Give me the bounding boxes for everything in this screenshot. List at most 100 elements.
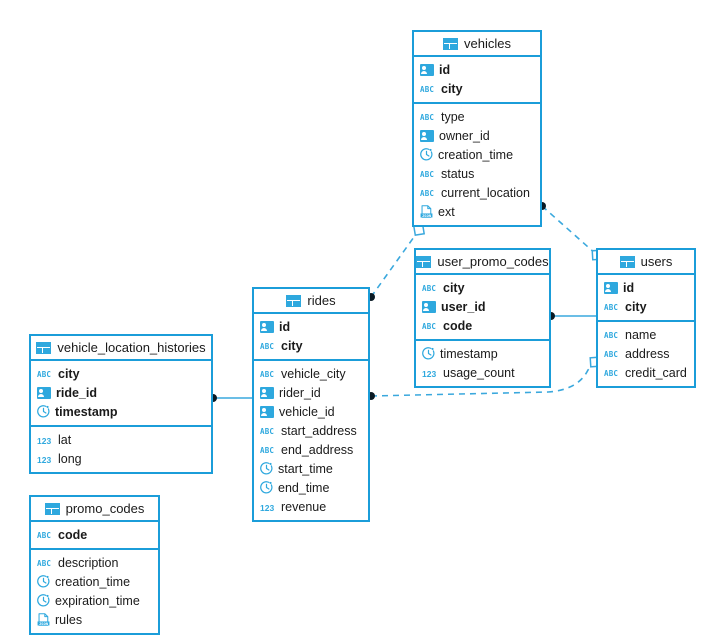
field-label: timestamp <box>440 346 498 361</box>
field-row[interactable]: JSON rules <box>31 610 158 629</box>
abc-string-icon: ABC <box>37 369 52 379</box>
relationship-edge-rides-to-vehicles[interactable] <box>370 229 420 298</box>
clock-timestamp-icon <box>260 462 273 475</box>
field-label: id <box>279 319 291 334</box>
field-row[interactable]: rider_id <box>254 383 368 402</box>
field-row[interactable]: creation_time <box>414 145 540 164</box>
abc-string-icon: ABC <box>260 341 275 351</box>
clock-timestamp-icon <box>420 148 433 161</box>
field-label: rider_id <box>279 385 321 400</box>
entity-header-vehicle_location_histories[interactable]: vehicle_location_histories <box>31 336 211 361</box>
field-row[interactable]: vehicle_id <box>254 402 368 421</box>
entity-title: user_promo_codes <box>437 254 549 269</box>
clock-timestamp-icon <box>37 575 50 588</box>
id-card-icon <box>260 320 274 333</box>
field-label: city <box>281 338 303 353</box>
field-label: vehicle_id <box>279 404 335 419</box>
field-row[interactable]: start_time <box>254 459 368 478</box>
field-label: vehicle_city <box>281 366 346 381</box>
table-icon <box>286 294 302 307</box>
field-row[interactable]: ride_id <box>31 383 211 402</box>
abc-string-icon: ABC <box>37 530 52 540</box>
entity-header-promo_codes[interactable]: promo_codes <box>31 497 158 522</box>
field-row[interactable]: id <box>598 278 694 297</box>
field-label: timestamp <box>55 404 118 419</box>
field-row[interactable]: ABC vehicle_city <box>254 364 368 383</box>
field-label: city <box>625 299 647 314</box>
abc-string-icon: ABC <box>604 330 619 340</box>
table-icon <box>44 502 60 515</box>
field-row[interactable]: timestamp <box>416 344 549 363</box>
field-row[interactable]: owner_id <box>414 126 540 145</box>
abc-string-icon: ABC <box>420 169 435 179</box>
abc-string-icon: ABC <box>420 188 435 198</box>
field-row[interactable]: creation_time <box>31 572 158 591</box>
table-icon <box>619 255 635 268</box>
field-label: end_address <box>281 442 354 457</box>
field-label: expiration_time <box>55 593 140 608</box>
entity-title: users <box>640 254 673 269</box>
field-label: ride_id <box>56 385 97 400</box>
field-label: start_time <box>278 461 333 476</box>
entity-header-vehicles[interactable]: vehicles <box>414 32 540 57</box>
abc-string-icon: ABC <box>604 368 619 378</box>
abc-string-icon: ABC <box>260 369 275 379</box>
field-label: id <box>623 280 635 295</box>
field-label: city <box>443 280 465 295</box>
svg-text:JSON: JSON <box>39 621 49 626</box>
field-row[interactable]: ABC city <box>254 336 368 355</box>
field-row[interactable]: user_id <box>416 297 549 316</box>
json-document-icon: JSON <box>420 205 433 218</box>
entity-header-user_promo_codes[interactable]: user_promo_codes <box>416 250 549 275</box>
field-row[interactable]: end_time <box>254 478 368 497</box>
field-label: rules <box>55 612 83 627</box>
entity-header-rides[interactable]: rides <box>254 289 368 314</box>
id-card-icon <box>260 386 274 399</box>
entity-header-users[interactable]: users <box>598 250 694 275</box>
field-row[interactable]: timestamp <box>31 402 211 421</box>
numeric-123-icon: 123 <box>422 368 437 379</box>
json-document-icon: JSON <box>37 613 50 626</box>
id-card-icon <box>604 281 618 294</box>
table-icon <box>443 37 459 50</box>
id-card-icon <box>422 300 436 313</box>
field-row[interactable]: expiration_time <box>31 591 158 610</box>
field-row[interactable]: id <box>414 60 540 79</box>
field-row[interactable]: id <box>254 317 368 336</box>
entity-title: rides <box>307 293 336 308</box>
abc-string-icon: ABC <box>420 112 435 122</box>
